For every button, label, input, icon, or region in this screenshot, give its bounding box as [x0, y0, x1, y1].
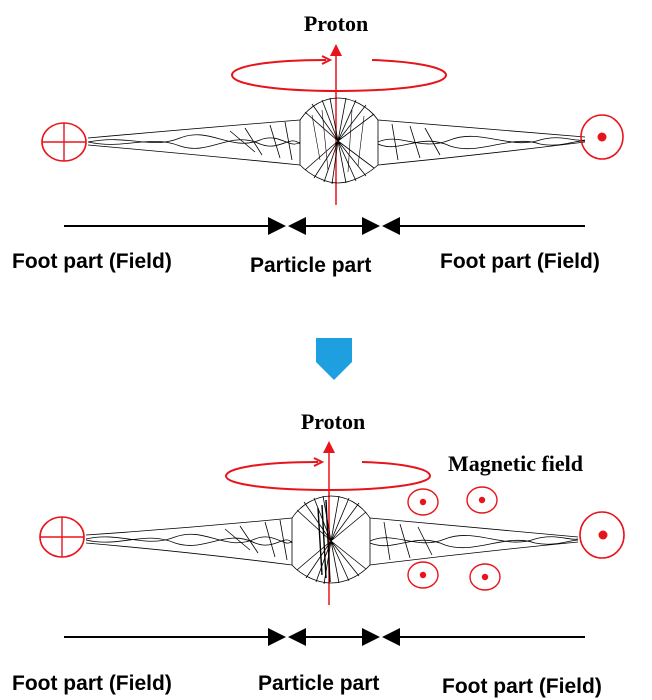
magnetic-field-label: Magnetic field	[448, 451, 583, 476]
bottom-particle-core	[291, 495, 371, 585]
top-label-particle: Particle part	[250, 254, 371, 277]
bottom-label-right-foot: Foot part (Field)	[442, 675, 602, 698]
bottom-left-foot	[85, 517, 293, 566]
bottom-label-left-foot: Foot part (Field)	[12, 672, 172, 695]
bottom-field-out-icon	[579, 511, 625, 559]
top-left-foot	[87, 119, 301, 166]
down-pentagon-arrow-icon	[316, 338, 352, 380]
magnetic-field-dot-icon	[466, 486, 498, 514]
top-field-out-icon	[580, 114, 624, 160]
bottom-panel: Proton Magnetic field	[12, 409, 625, 698]
top-field-in-icon	[41, 122, 87, 162]
bottom-right-foot	[369, 517, 579, 566]
magnetic-field-dot-icon	[407, 561, 439, 589]
bottom-field-in-icon	[39, 516, 85, 558]
top-label-right-foot: Foot part (Field)	[440, 250, 600, 273]
top-panel: Proton	[12, 11, 624, 277]
top-right-foot	[377, 119, 586, 166]
magnetic-field-dot-icon	[469, 563, 501, 591]
top-particle-core	[299, 97, 379, 185]
top-label-left-foot: Foot part (Field)	[12, 250, 172, 273]
bottom-proton-title: Proton	[301, 409, 365, 434]
top-proton-title: Proton	[304, 11, 368, 36]
bottom-spin-orbit	[224, 457, 432, 492]
magnetic-field-dot-icon	[407, 488, 439, 516]
bottom-label-particle: Particle part	[258, 672, 379, 695]
top-spin-orbit	[230, 55, 448, 93]
